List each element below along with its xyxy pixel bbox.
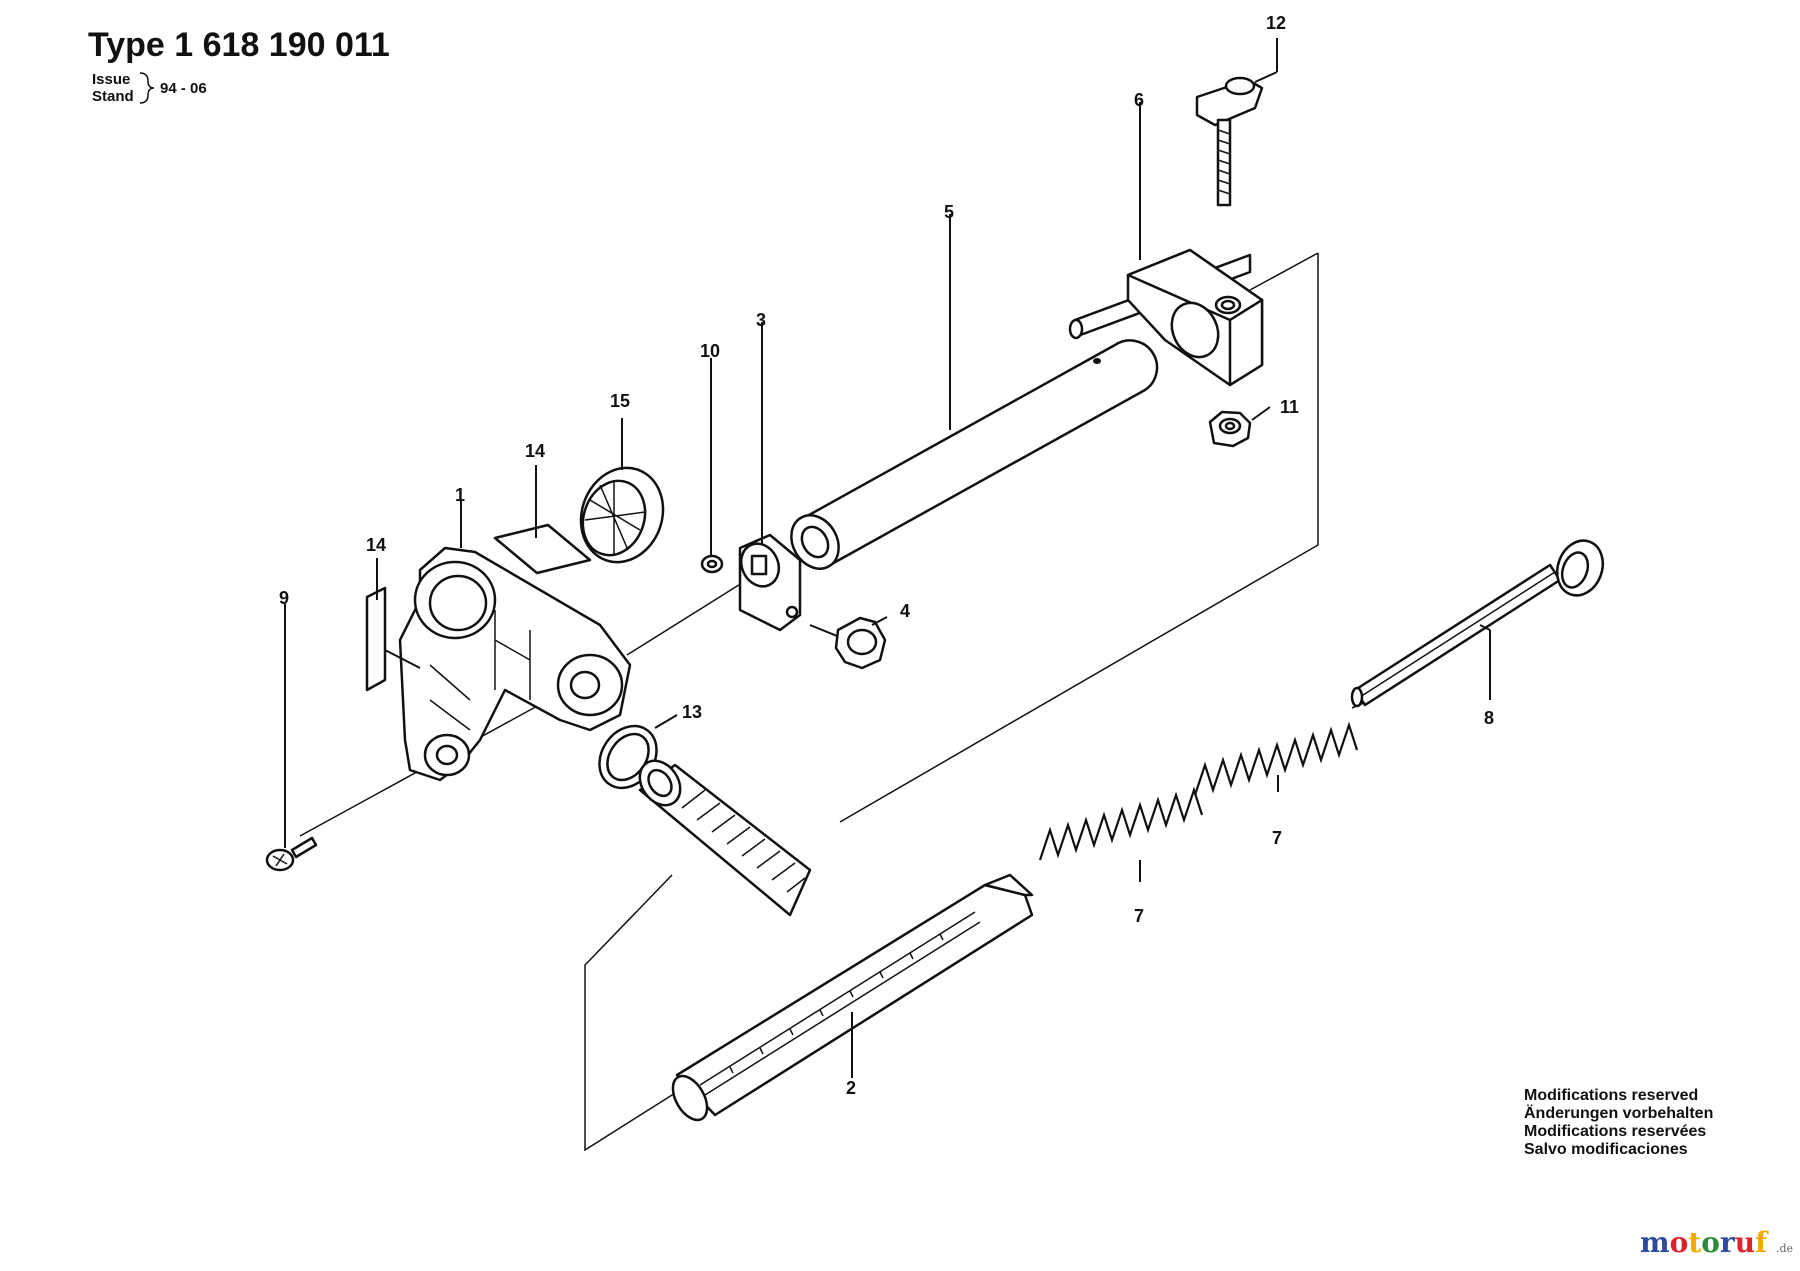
callout-6: 6 (1134, 90, 1144, 110)
part-14-label-strips (365, 523, 592, 692)
watermark-letter: r (1720, 1226, 1736, 1259)
issue-label: Issue (92, 71, 130, 88)
part-11-nut (1208, 410, 1252, 448)
callout-12: 12 (1266, 13, 1286, 33)
callout-8: 8 (1484, 708, 1494, 728)
watermark-letter: u (1735, 1226, 1755, 1259)
callout-1: 1 (455, 485, 465, 505)
stand-label: Stand (92, 88, 134, 105)
callout-7-left: 7 (1134, 906, 1144, 926)
notice-line-es: Salvo modificaciones (1524, 1141, 1688, 1158)
watermark-letter: o (1670, 1226, 1689, 1259)
part-6-clamp-block (1068, 248, 1264, 387)
callout-3: 3 (756, 310, 766, 330)
part-8-splined-shaft (1350, 539, 1605, 708)
watermark-letter: o (1701, 1226, 1720, 1259)
callout-11: 11 (1280, 397, 1299, 417)
part-12-wing-screw (1195, 76, 1264, 207)
part-3-clamp-ring (738, 533, 802, 632)
part-10-retaining-ring (700, 554, 724, 574)
callout-4: 4 (900, 601, 910, 621)
issue-date: 94 - 06 (160, 80, 207, 97)
callout-leaders (284, 38, 1491, 1078)
part-7-springs (1038, 721, 1359, 861)
notice-line-en: Modifications reserved (1524, 1087, 1698, 1104)
callout-13: 13 (682, 702, 702, 722)
modifications-notice: Modifications reserved Änderungen vorbeh… (1524, 1087, 1713, 1158)
notice-line-de: Änderungen vorbehalten (1524, 1104, 1713, 1122)
callout-numbers: 12 6 5 3 10 11 15 14 1 14 9 4 13 8 7 7 2 (279, 13, 1494, 1098)
callout-5: 5 (944, 202, 954, 222)
header: Type 1 618 190 011 Issue Stand 94 - 06 (88, 26, 390, 105)
callout-9: 9 (279, 588, 289, 608)
part-4-knob-screw (809, 616, 887, 670)
part-1-base-bracket (398, 546, 632, 782)
part-15-cap (579, 466, 665, 564)
callout-14-lower: 14 (366, 535, 386, 555)
callout-7-right: 7 (1272, 828, 1282, 848)
type-number-title: Type 1 618 190 011 (88, 26, 390, 64)
callout-15: 15 (610, 391, 630, 411)
watermark-letter: f (1755, 1226, 1769, 1259)
notice-line-fr: Modifications reservées (1524, 1123, 1706, 1140)
callout-14-upper: 14 (525, 441, 545, 461)
grip-sleeve (638, 759, 812, 917)
svg-text:motoruf: motoruf (1640, 1226, 1769, 1259)
callout-2: 2 (846, 1078, 856, 1098)
watermark-letter: t (1688, 1226, 1701, 1259)
part-9-screw (265, 836, 318, 872)
brace-icon (139, 72, 155, 104)
part-2-scale-rod (671, 873, 1034, 1122)
watermark-suffix: .de (1776, 1242, 1793, 1255)
part-5-tube (790, 339, 1159, 570)
watermark-letter: m (1640, 1226, 1670, 1259)
callout-10: 10 (700, 341, 720, 361)
motoruf-watermark: motoruf .de (1640, 1226, 1793, 1259)
